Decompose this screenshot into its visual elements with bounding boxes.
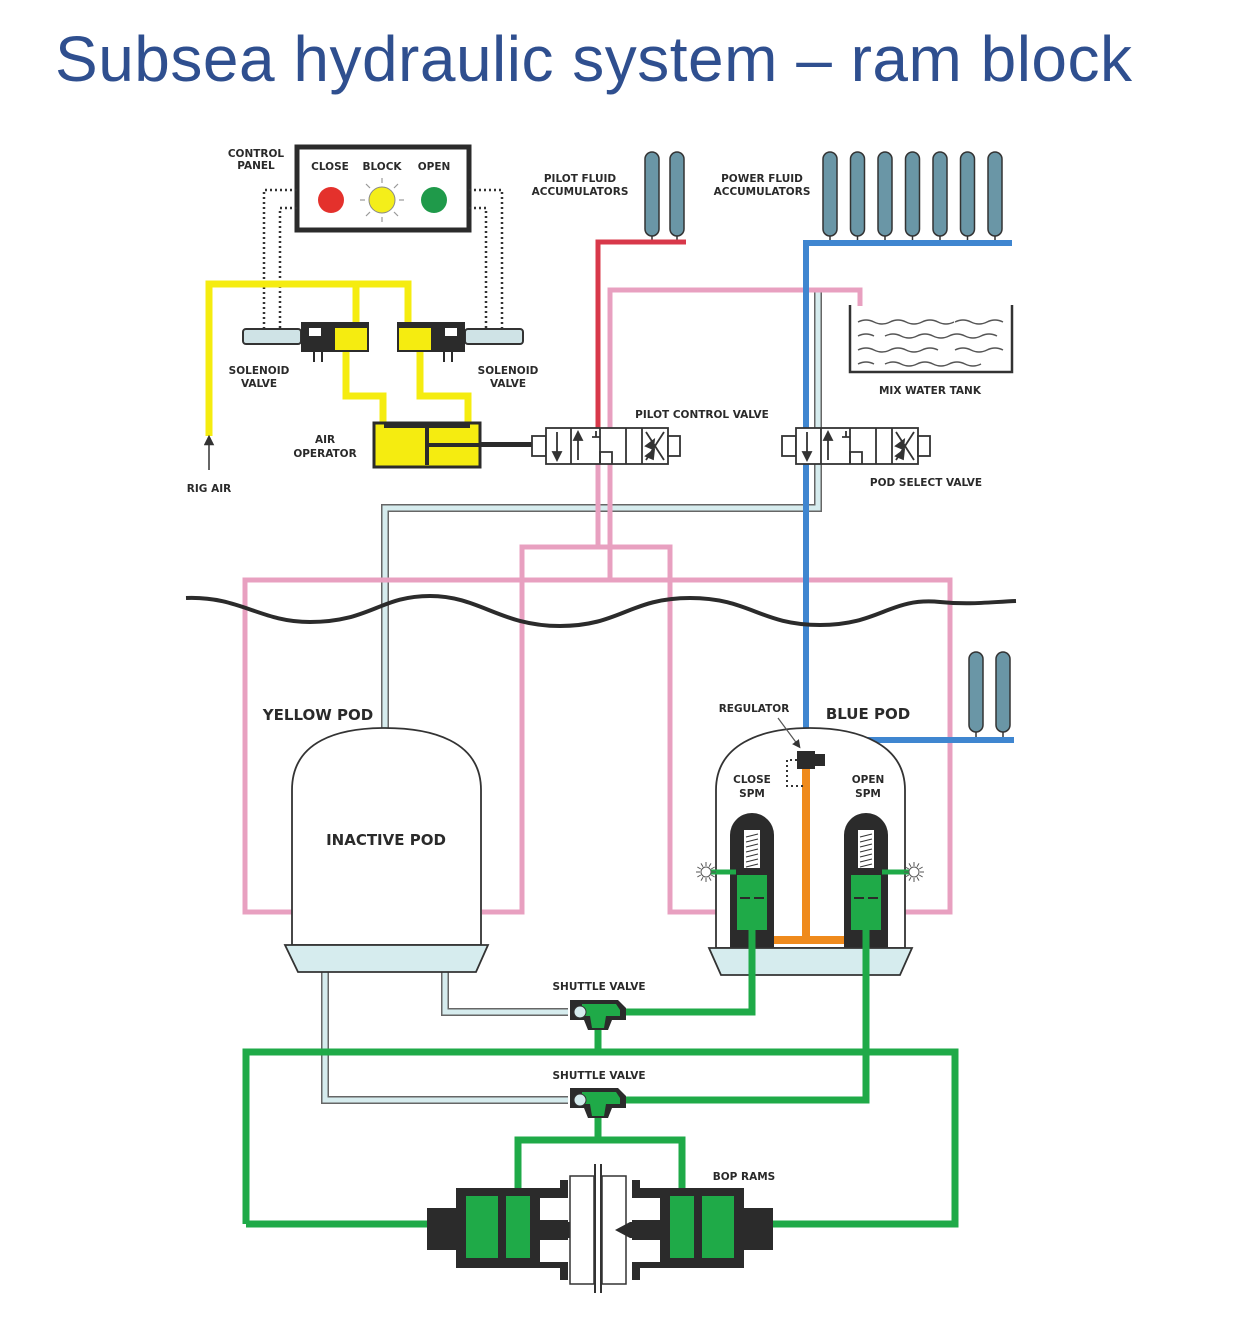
- rig-air-label: RIG AIR: [187, 483, 231, 495]
- yellow-pod[interactable]: [283, 727, 490, 973]
- accumulator-bottle-icon: [932, 151, 948, 237]
- close-spm-label-line1: CLOSE: [733, 774, 771, 786]
- accumulator-bottle-icon: [904, 151, 921, 237]
- pilot-control-valve-label: PILOT CONTROL VALVE: [635, 409, 769, 421]
- bop-rams-label: BOP RAMS: [713, 1171, 776, 1183]
- block-light-icon[interactable]: [368, 186, 396, 214]
- inactive-pod-label: INACTIVE POD: [326, 831, 446, 849]
- close-spm-vent-icon: [700, 866, 712, 878]
- close-light-icon[interactable]: [318, 187, 344, 213]
- sea-surface-line: [185, 593, 1017, 629]
- air-operator-label-line1: AIR: [315, 434, 335, 446]
- control-panel-label-line1: CONTROL: [228, 148, 285, 160]
- power-fluid-accumulators: [822, 151, 1003, 243]
- air-operator-label-line2: OPERATOR: [293, 448, 356, 460]
- function-fluid-lines: [242, 930, 959, 1228]
- control-panel-label-line2: PANEL: [237, 160, 275, 172]
- slide-title: Subsea hydraulic system – ram block: [55, 23, 1133, 95]
- pilot-supply-line: [595, 239, 686, 440]
- close-spm-valve[interactable]: [696, 813, 774, 948]
- pod-select-valve-label: POD SELECT VALVE: [870, 477, 982, 489]
- accumulator-bottle-icon: [877, 151, 893, 237]
- accumulator-bottle-icon: [968, 651, 984, 733]
- mix-water-tank: MIX WATER TANK: [848, 305, 1014, 397]
- accumulator-bottle-icon: [644, 151, 660, 237]
- pilot-signal-lines: [242, 287, 953, 915]
- subsea-accumulators: [968, 651, 1011, 740]
- accumulator-bottle-icon: [669, 151, 685, 237]
- shuttle-valve-upper-label: SHUTTLE VALVE: [552, 981, 645, 993]
- shuttle-ball-icon: [573, 1093, 587, 1107]
- solenoid-valve-left[interactable]: [242, 322, 369, 362]
- blue-pod-base: [707, 947, 914, 976]
- pilot-control-valve[interactable]: [531, 427, 681, 465]
- open-spm-label-line2: SPM: [855, 788, 881, 800]
- yellow-pod-label: YELLOW POD: [262, 706, 373, 724]
- block-light-rays-icon: [360, 178, 404, 222]
- solenoid-right-label-line2: VALVE: [490, 378, 526, 390]
- solenoid-left-label-line2: VALVE: [241, 378, 277, 390]
- pod-select-valve[interactable]: [781, 427, 931, 465]
- regulator-pointer-arrow-icon: [777, 717, 801, 749]
- accumulator-bottle-icon: [959, 151, 976, 237]
- open-light-icon[interactable]: [421, 187, 447, 213]
- solenoid-valve-right[interactable]: [397, 322, 524, 362]
- solenoid-left-label-line1: SOLENOID: [229, 365, 290, 377]
- accumulator-bottle-icon: [987, 151, 1003, 237]
- pilot-acc-label-line2: ACCUMULATORS: [532, 186, 629, 198]
- bop-rams[interactable]: [427, 1164, 773, 1293]
- regulator[interactable]: [786, 751, 825, 787]
- power-acc-label-line1: POWER FLUID: [721, 173, 803, 185]
- pilot-acc-label-line1: PILOT FLUID: [544, 173, 617, 185]
- control-panel: CONTROL PANEL CLOSE BLOCK OPEN: [228, 144, 504, 330]
- open-label: OPEN: [418, 161, 451, 173]
- open-spm-valve[interactable]: [844, 813, 924, 948]
- vent-lines: [321, 292, 822, 1104]
- power-acc-label-line2: ACCUMULATORS: [714, 186, 811, 198]
- mix-water-tank-label: MIX WATER TANK: [879, 385, 982, 397]
- open-spm-label-line1: OPEN: [852, 774, 885, 786]
- regulator-label: REGULATOR: [719, 703, 790, 715]
- close-spm-label-line2: SPM: [739, 788, 765, 800]
- regulated-fluid-line: [770, 760, 848, 944]
- accumulator-bottle-icon: [849, 151, 866, 237]
- shuttle-valve-lower[interactable]: [570, 1088, 626, 1118]
- block-label: BLOCK: [362, 161, 402, 173]
- accumulator-bottle-icon: [822, 151, 838, 237]
- shuttle-valve-lower-label: SHUTTLE VALVE: [552, 1070, 645, 1082]
- pilot-fluid-accumulators: [644, 151, 685, 242]
- blue-pod-label: BLUE POD: [826, 705, 910, 723]
- rig-air-lines: [205, 280, 472, 436]
- accumulator-bottle-icon: [995, 651, 1011, 733]
- solenoid-right-label-line1: SOLENOID: [478, 365, 539, 377]
- shuttle-ball-icon: [573, 1005, 587, 1019]
- shuttle-valve-upper[interactable]: [570, 1000, 626, 1030]
- air-operator[interactable]: [372, 421, 532, 469]
- open-spm-vent-icon: [908, 866, 920, 878]
- close-label: CLOSE: [311, 161, 349, 173]
